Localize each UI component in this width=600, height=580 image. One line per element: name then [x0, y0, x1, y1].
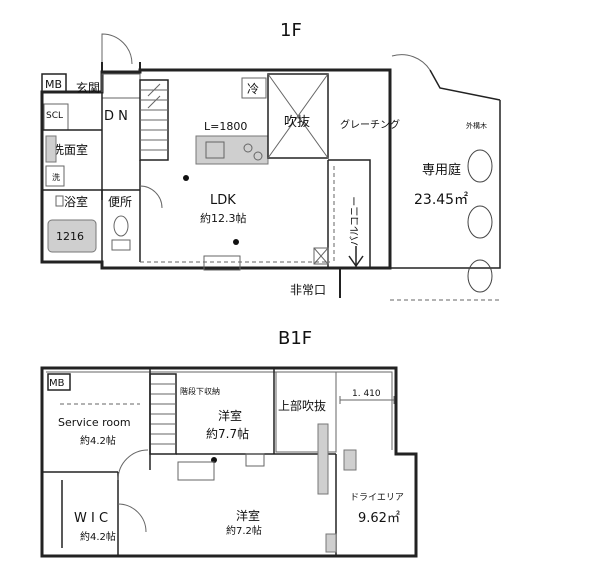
- closet-box: [245, 453, 265, 467]
- tree-icon: [467, 205, 493, 239]
- genkan-step: [101, 73, 141, 99]
- stove-burner-2: [253, 151, 263, 161]
- fukinuke-label: 吹抜: [284, 114, 310, 130]
- bath-icon: [55, 195, 64, 207]
- ldk-area-label: 約12.3帖: [200, 211, 247, 225]
- mb-box: [41, 73, 67, 93]
- balcony: バルコニー: [313, 159, 371, 298]
- benjo-label: 便所: [108, 195, 132, 209]
- garden-label: 専用庭: [422, 162, 461, 178]
- genkan-label: 玄関: [76, 80, 100, 95]
- stairs-storage-label: 階段下収納: [180, 386, 220, 396]
- youshitsu2-area-label: 約7.2帖: [226, 524, 262, 537]
- balcony-label: バルコニー: [349, 196, 361, 246]
- basement-title: B1F: [278, 328, 312, 349]
- ldk-window-unit: [203, 255, 241, 271]
- dn-label: D N: [104, 109, 128, 124]
- rei-label: 冷: [247, 82, 259, 96]
- basement-mb-label: MB: [49, 378, 65, 389]
- hatch-box: [313, 247, 329, 265]
- l-size-label: L=1800: [204, 120, 247, 133]
- mb-box: [47, 373, 71, 391]
- toilet-tank: [111, 239, 131, 251]
- outlet-dot-1: [183, 175, 189, 181]
- upper-void: 上部吹抜: [275, 371, 337, 453]
- tree-icon: [467, 259, 493, 293]
- basement-floor-plan: B1F MB 階段下収納 Service room 約4.2帖 W I C 約4…: [40, 328, 418, 558]
- private-garden: 専用庭 23.45㎡ 外構木: [389, 54, 501, 301]
- outlet-dot-2: [233, 239, 239, 245]
- garden-area-label: 23.45㎡: [414, 192, 468, 208]
- ldk-label: LDK: [210, 193, 236, 208]
- first-floor-title: 1F: [280, 20, 302, 41]
- entrance-door-swing: [101, 33, 133, 65]
- first-floor-stairs: [139, 79, 169, 161]
- scl-label: SCL: [46, 111, 63, 121]
- dry-area-size-label: 9.62㎡: [358, 511, 400, 526]
- basement-stairs: 階段下収納: [149, 373, 220, 455]
- refrigerator-space: [241, 77, 267, 99]
- balcony-arrow-icon: [348, 246, 364, 268]
- dry-area-label: ドライエリア: [350, 492, 404, 503]
- wic-door-swing: [117, 449, 149, 481]
- sliding-window: [317, 423, 329, 495]
- washbasin: [45, 135, 57, 163]
- wic-area-label: 約4.2帖: [80, 530, 116, 543]
- first-floor-void: 吹抜: [267, 73, 329, 159]
- youshitsu2-label: 洋室: [236, 508, 260, 523]
- joubu-fukinuke-label: 上部吹抜: [278, 398, 326, 413]
- aircon-box: [325, 533, 337, 553]
- toilet-door-swing: [139, 185, 163, 209]
- senmen-label: 洗面室: [52, 142, 88, 157]
- youshitsu1-area-label: 約7.7帖: [206, 426, 249, 441]
- tree-icon: [467, 149, 493, 183]
- bath-size-label: 1216: [56, 230, 84, 243]
- dimension-1410-label: 1. 410: [352, 389, 381, 399]
- neighbor-tree-label: 外構木: [466, 121, 487, 130]
- yokushitsu-label: 浴室: [64, 194, 88, 209]
- youshitsu1-label: 洋室: [218, 408, 242, 423]
- kitchen-sink: [205, 141, 225, 159]
- service-room-area-label: 約4.2帖: [80, 434, 116, 447]
- closet-box-2: [177, 461, 215, 481]
- wic-label: W I C: [74, 511, 108, 526]
- window-frame: [343, 449, 357, 471]
- basement-outer-wall: [40, 366, 418, 558]
- hall-door-swing: [117, 503, 147, 533]
- svg-text:洗: 洗: [52, 172, 60, 182]
- washing-machine-space: [45, 165, 65, 187]
- stove-burner-1: [243, 143, 253, 153]
- hijoguchi-label: 非常口: [290, 283, 326, 297]
- service-room-label: Service room: [58, 416, 131, 429]
- dry-area: ドライエリア 9.62㎡: [350, 492, 404, 526]
- mb-label: MB: [45, 78, 62, 91]
- grating-label: グレーチング: [340, 118, 400, 131]
- garden-door-swing: [391, 54, 431, 71]
- toilet-bowl: [113, 215, 129, 237]
- bathtub: [47, 219, 97, 253]
- first-floor-plan: 1F MB 玄関 D N SCL 洗面室 洗 浴室 1216: [40, 20, 501, 301]
